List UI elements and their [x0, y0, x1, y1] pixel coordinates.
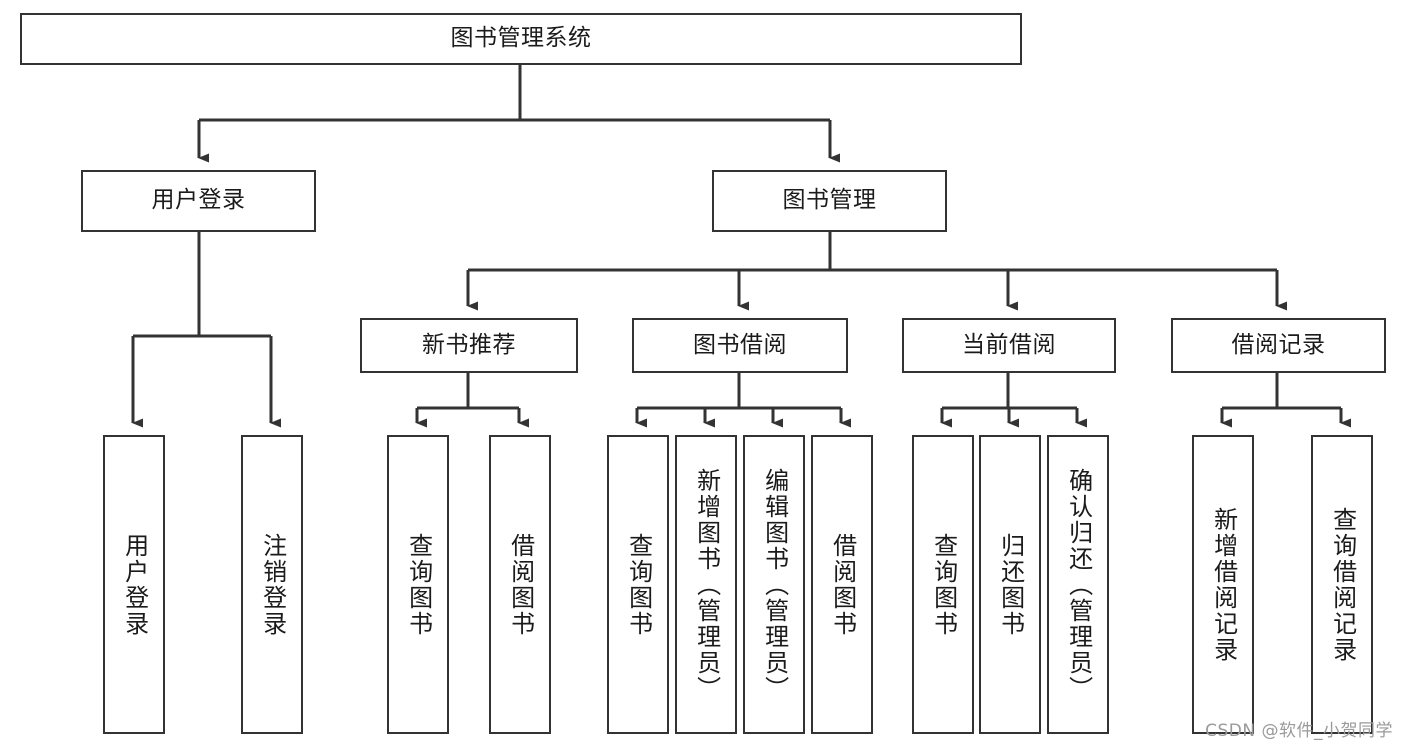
node-root[interactable]: 图书管理系统	[20, 13, 1022, 65]
node-borrow-record-label: 借阅记录	[1231, 331, 1326, 358]
node-leaf-logout-label: 注销登录	[258, 532, 287, 637]
node-leaf-add-record-label: 新增借阅记录	[1209, 506, 1238, 663]
node-leaf-edit-book[interactable]: 编辑图书（管理员）	[743, 435, 805, 734]
node-leaf-query-record[interactable]: 查询借阅记录	[1311, 435, 1373, 734]
node-leaf-query-book-1-label: 查询图书	[404, 532, 433, 637]
watermark-text: CSDN @软件_小贺同学	[1205, 721, 1393, 741]
node-leaf-query-record-label: 查询借阅记录	[1328, 506, 1357, 663]
node-leaf-query-book-2-label: 查询图书	[624, 532, 653, 637]
node-leaf-add-book[interactable]: 新增图书（管理员）	[675, 435, 737, 734]
edge-current-borrow-to-leaves	[940, 373, 1087, 428]
node-leaf-return-book[interactable]: 归还图书	[979, 435, 1041, 734]
node-leaf-query-book-3-label: 查询图书	[929, 532, 958, 637]
node-leaf-user-login-label: 用户登录	[120, 532, 149, 637]
node-leaf-query-book-3[interactable]: 查询图书	[912, 435, 974, 734]
node-leaf-query-book-1[interactable]: 查询图书	[387, 435, 449, 734]
node-leaf-return-book-label: 归还图书	[996, 532, 1025, 637]
node-leaf-add-record[interactable]: 新增借阅记录	[1192, 435, 1254, 734]
edge-user-login-to-leaves	[131, 232, 281, 428]
node-book-management[interactable]: 图书管理	[712, 170, 947, 232]
node-leaf-query-book-2[interactable]: 查询图书	[607, 435, 669, 734]
node-current-borrow[interactable]: 当前借阅	[902, 318, 1116, 373]
node-leaf-edit-book-label: 编辑图书（管理员）	[760, 467, 789, 702]
node-leaf-confirm-return-label: 确认归还（管理员）	[1064, 467, 1093, 702]
node-new-book-recommend[interactable]: 新书推荐	[360, 318, 578, 373]
edge-root-to-level2	[197, 65, 840, 163]
node-leaf-confirm-return[interactable]: 确认归还（管理员）	[1047, 435, 1109, 734]
node-book-borrow[interactable]: 图书借阅	[632, 318, 848, 373]
node-leaf-borrow-book-1[interactable]: 借阅图书	[489, 435, 551, 734]
node-borrow-record[interactable]: 借阅记录	[1171, 318, 1386, 373]
node-leaf-user-login[interactable]: 用户登录	[103, 435, 165, 734]
node-leaf-borrow-book-2-label: 借阅图书	[828, 532, 857, 637]
node-new-book-recommend-label: 新书推荐	[422, 331, 516, 358]
edge-book-borrow-to-leaves	[635, 373, 851, 428]
node-root-label: 图书管理系统	[450, 25, 592, 52]
node-user-login-label: 用户登录	[151, 187, 246, 214]
edge-new-book-recommend-to-leaves	[415, 373, 529, 428]
node-current-borrow-label: 当前借阅	[962, 331, 1056, 358]
edge-book-management-to-level3	[466, 232, 1287, 311]
node-leaf-add-book-label: 新增图书（管理员）	[692, 467, 721, 702]
edge-borrow-record-to-leaves	[1220, 373, 1351, 428]
node-book-borrow-label: 图书借阅	[693, 331, 787, 358]
node-user-login[interactable]: 用户登录	[81, 170, 316, 232]
node-book-management-label: 图书管理	[782, 187, 877, 214]
node-leaf-borrow-book-1-label: 借阅图书	[506, 532, 535, 637]
node-leaf-logout[interactable]: 注销登录	[241, 435, 303, 734]
node-leaf-borrow-book-2[interactable]: 借阅图书	[811, 435, 873, 734]
